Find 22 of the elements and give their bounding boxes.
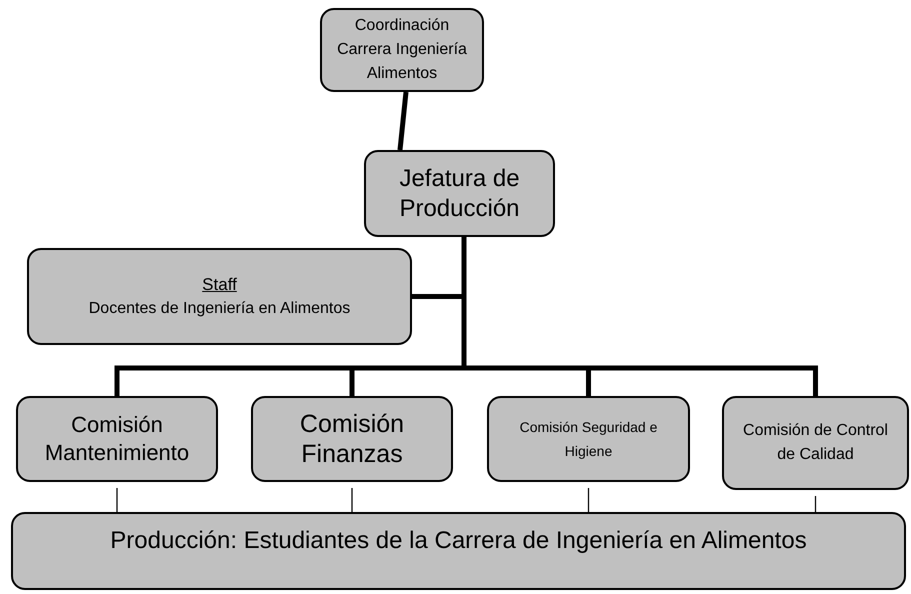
box-label: Docentes de Ingeniería en Alimentos xyxy=(88,299,350,320)
connector-line xyxy=(588,488,590,512)
box-label: Jefatura de Producción xyxy=(398,164,521,224)
connector-line xyxy=(398,92,408,150)
org-box xyxy=(364,150,555,237)
org-box xyxy=(320,8,484,92)
org-box xyxy=(27,248,412,345)
box-label: Comisión Mantenimiento xyxy=(44,411,190,467)
org-box xyxy=(722,396,909,490)
org-box xyxy=(487,396,690,482)
org-box xyxy=(11,512,906,590)
connector-line xyxy=(116,488,118,512)
org-box xyxy=(251,396,453,482)
connector-line xyxy=(814,496,816,512)
org-box xyxy=(16,396,218,482)
box-label: Comisión Finanzas xyxy=(298,409,406,469)
box-label: Comisión Seguridad e Higiene xyxy=(518,418,658,461)
box-heading: Staff xyxy=(202,274,237,296)
box-label: Comisión de Control de Calidad xyxy=(742,421,889,465)
box-label: Coordinación Carrera Ingeniería Alimentos xyxy=(336,16,468,84)
connector-line xyxy=(351,488,353,512)
box-label: Producción: Estudiantes de la Carrera de Ingeniería en Alimentos xyxy=(110,526,807,556)
